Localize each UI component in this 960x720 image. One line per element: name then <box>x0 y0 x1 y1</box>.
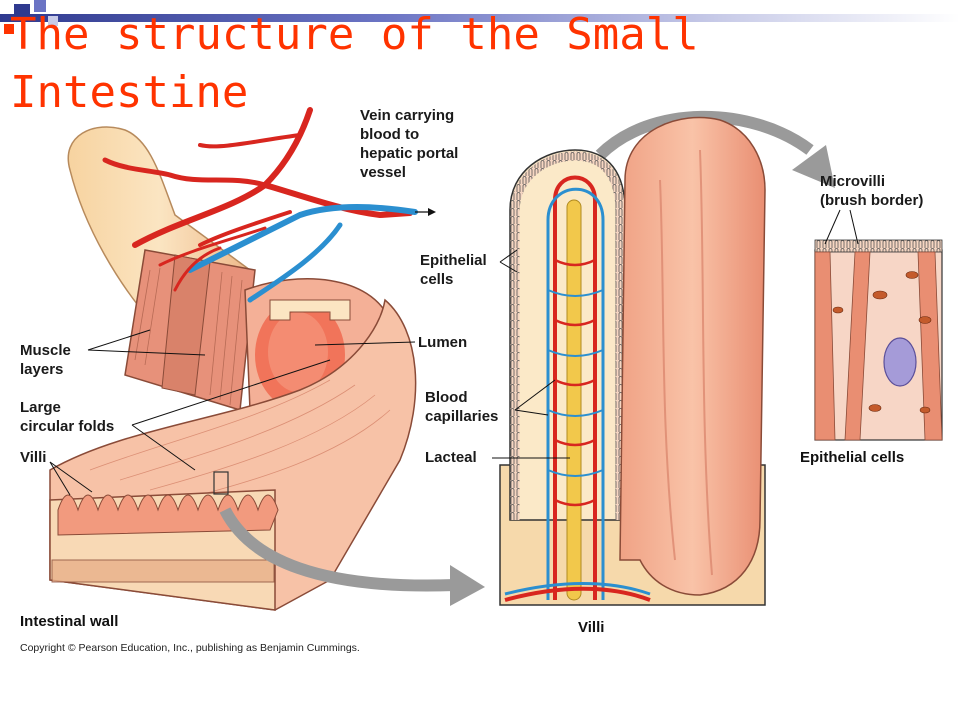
label-lacteal: Lacteal <box>425 449 570 466</box>
title-accent-bar <box>0 14 960 22</box>
label-microvilli: Microvilli (brush border) <box>820 173 923 245</box>
label-villi-small: Villi <box>20 449 93 496</box>
caption-intestinal-wall: Intestinal wall <box>20 613 118 630</box>
label-epithelial: Epithelial cells <box>420 249 518 288</box>
label-capillaries-line: capillaries <box>425 408 498 425</box>
connector-arrow-wall-to-villi <box>219 507 456 592</box>
label-capillaries: Blood capillaries <box>425 379 556 425</box>
label-microvilli-line: (brush border) <box>820 192 923 209</box>
label-villi-small-text: Villi <box>20 449 46 466</box>
label-lumen-text: Lumen <box>418 334 467 351</box>
copyright-notice: Copyright © Pearson Education, Inc., pub… <box>20 642 360 654</box>
label-vein-line: vessel <box>360 164 406 181</box>
title-accent-squares <box>0 0 80 40</box>
label-vein-line: blood to <box>360 126 419 143</box>
label-epithelial-line: cells <box>420 271 453 288</box>
intestinal-wall-illustration <box>49 107 436 611</box>
label-microvilli-line: Microvilli <box>820 173 885 190</box>
epithelial-cells-illustration <box>814 239 943 441</box>
caption-epithelial-cells: Epithelial cells <box>800 449 904 466</box>
label-circular-folds: Large circular folds <box>20 359 331 471</box>
label-folds-line: Large <box>20 399 61 416</box>
label-muscle-line: Muscle <box>20 342 71 359</box>
label-epithelial-line: Epithelial <box>420 252 487 269</box>
label-vein: Vein carrying blood to hepatic portal ve… <box>360 107 458 181</box>
label-vein-line: hepatic portal <box>360 145 458 162</box>
label-lacteal-text: Lacteal <box>425 449 477 466</box>
label-muscle-layers: Muscle layers <box>20 329 206 378</box>
label-folds-line: circular folds <box>20 418 114 435</box>
villi-illustration <box>499 116 766 606</box>
slide-title: The structure of the Small Intestine <box>10 9 699 118</box>
label-muscle-line: layers <box>20 361 63 378</box>
label-capillaries-line: Blood <box>425 389 468 406</box>
label-lumen: Lumen <box>314 334 467 351</box>
caption-villi: Villi <box>578 619 604 636</box>
label-vein-line: Vein carrying <box>360 107 454 124</box>
